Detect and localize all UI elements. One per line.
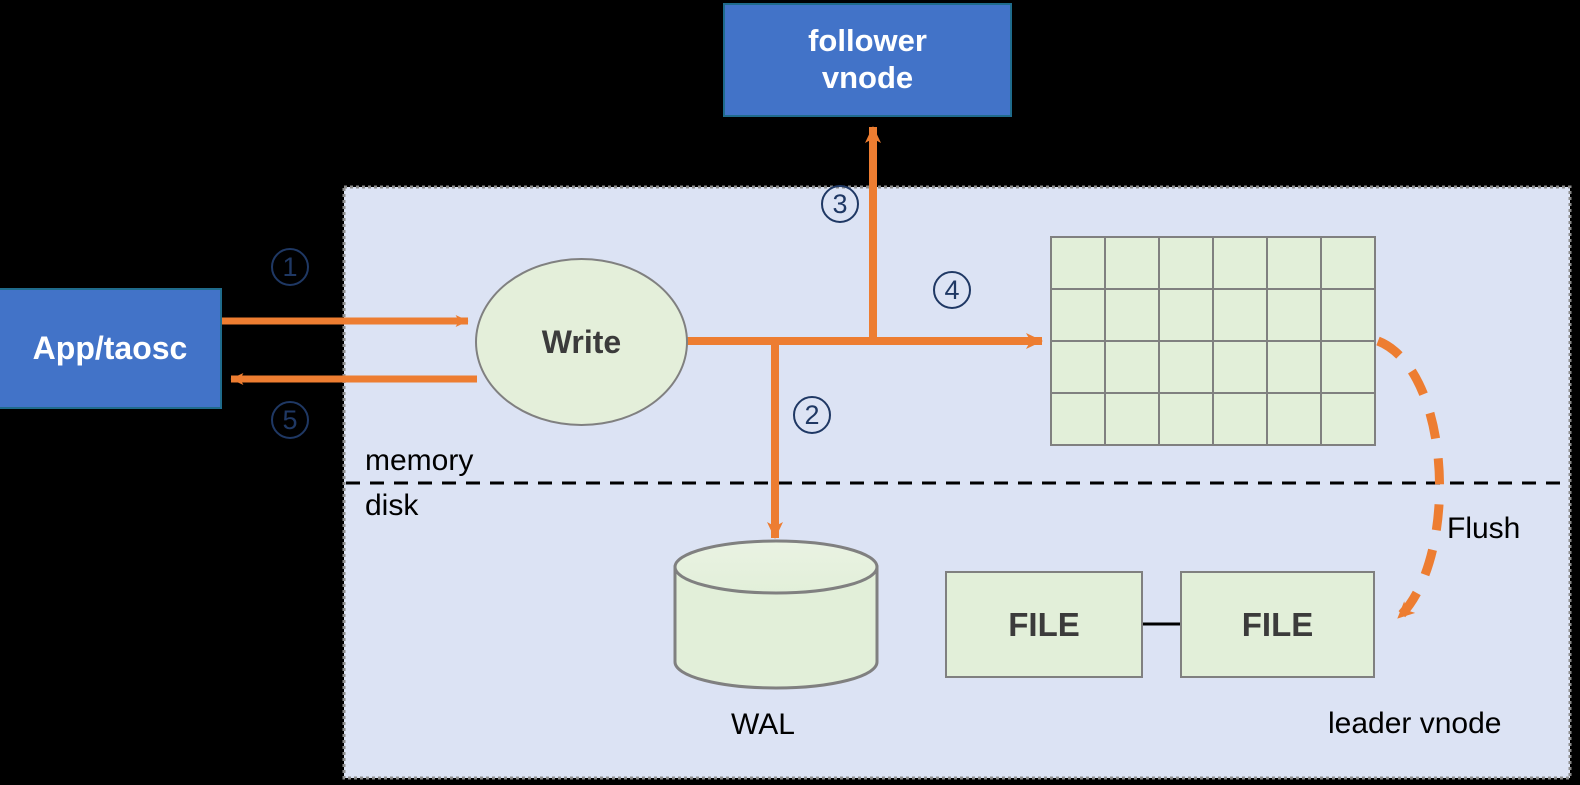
step-marker-2: 2 — [793, 396, 831, 434]
grid-cell — [1320, 236, 1376, 290]
grid-cell — [1266, 392, 1322, 446]
follower-vnode-label: follower vnode — [808, 23, 927, 96]
grid-cell — [1104, 236, 1160, 290]
file-box-2[interactable]: FILE — [1180, 571, 1375, 678]
table-row — [1050, 340, 1376, 394]
step-marker-5: 5 — [271, 401, 309, 439]
grid-cell — [1266, 236, 1322, 290]
grid-cell — [1104, 288, 1160, 342]
wal-label: WAL — [731, 708, 795, 741]
step-marker-4: 4 — [933, 271, 971, 309]
grid-cell — [1320, 340, 1376, 394]
follower-vnode-label-line1: follower — [808, 23, 927, 59]
grid-cell — [1050, 236, 1106, 290]
app-taosc-box[interactable]: App/taosc — [0, 288, 222, 409]
grid-cell — [1212, 392, 1268, 446]
app-taosc-label: App/taosc — [32, 329, 188, 366]
grid-cell — [1050, 392, 1106, 446]
flush-dashed-arrow — [1376, 336, 1444, 622]
grid-cell — [1158, 340, 1214, 394]
grid-cell — [1266, 340, 1322, 394]
grid-cell — [1158, 236, 1214, 290]
grid-cell — [1050, 340, 1106, 394]
grid-cell — [1104, 340, 1160, 394]
wal-cylinder-shape — [673, 539, 879, 690]
grid-cell — [1320, 288, 1376, 342]
disk-label: disk — [365, 489, 419, 522]
leader-vnode-label: leader vnode — [1328, 707, 1502, 740]
grid-cell — [1266, 288, 1322, 342]
grid-cell — [1212, 288, 1268, 342]
file-box-1[interactable]: FILE — [945, 571, 1143, 678]
file-box-1-label: FILE — [1008, 605, 1080, 643]
grid-cell — [1212, 340, 1268, 394]
step-marker-1: 1 — [271, 248, 309, 286]
grid-cell — [1050, 288, 1106, 342]
write-ellipse[interactable]: Write — [475, 258, 688, 426]
grid-cell — [1320, 392, 1376, 446]
table-row — [1050, 288, 1376, 342]
flush-label: Flush — [1447, 512, 1521, 545]
follower-vnode-label-line2: vnode — [821, 60, 914, 95]
grid-cell — [1104, 392, 1160, 446]
grid-cell — [1158, 392, 1214, 446]
memtable-grid[interactable] — [1050, 236, 1376, 446]
file-box-2-label: FILE — [1241, 605, 1314, 643]
write-label: Write — [541, 323, 622, 360]
step-marker-3: 3 — [821, 185, 859, 223]
grid-cell — [1212, 236, 1268, 290]
follower-vnode-box[interactable]: follower vnode — [723, 3, 1012, 117]
memory-label: memory — [365, 444, 474, 477]
table-row — [1050, 392, 1376, 446]
table-row — [1050, 236, 1376, 290]
grid-cell — [1158, 288, 1214, 342]
